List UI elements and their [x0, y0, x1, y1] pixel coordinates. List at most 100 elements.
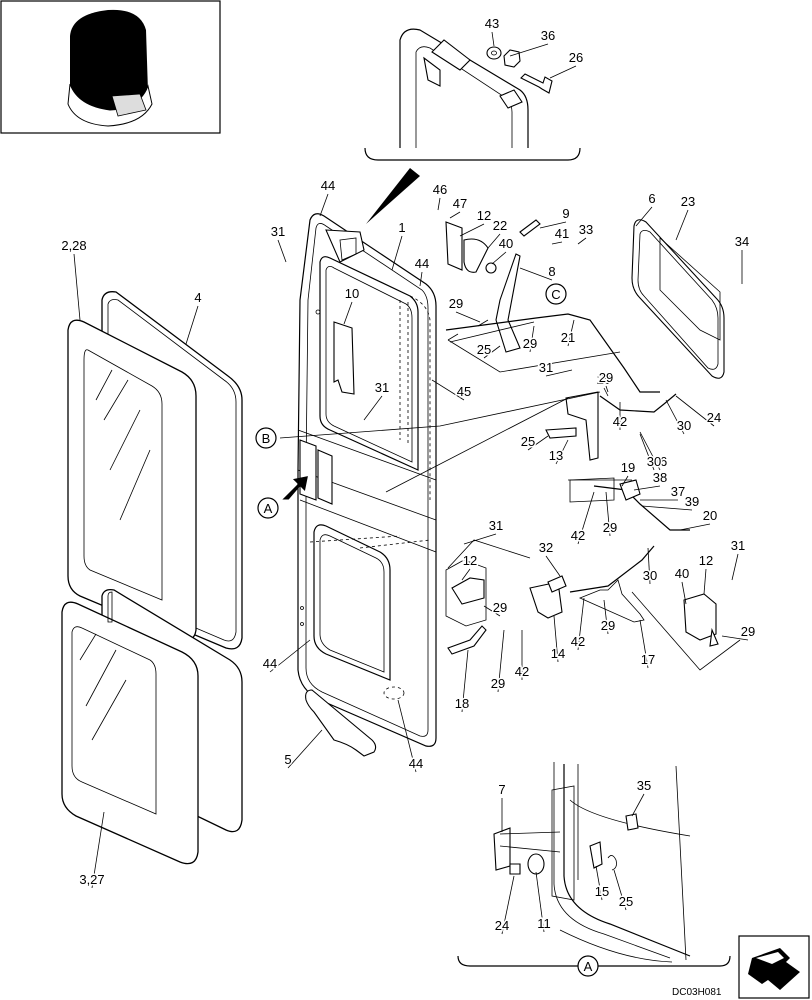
callout-leader [621, 475, 629, 487]
part-callout-c36[interactable]: 36 [539, 27, 556, 45]
callout-leader [269, 639, 311, 673]
part-callout-c38[interactable]: 38 [651, 469, 668, 487]
part-callout-c40b[interactable]: 40 [673, 565, 690, 583]
part-callout-c42b[interactable]: 42 [569, 527, 586, 545]
part-callout-c29f[interactable]: 29 [489, 675, 506, 693]
part-callout-c29b[interactable]: 29 [521, 335, 538, 353]
part-callout-c4[interactable]: 4 [193, 289, 203, 307]
part-callout-c29i[interactable]: 29 [597, 369, 614, 387]
part-callout-c5[interactable]: 5 [283, 751, 293, 769]
part-callout-c42d[interactable]: 42 [569, 633, 586, 651]
part-callout-c2-28[interactable]: 2,28 [60, 237, 88, 255]
part-callout-c23[interactable]: 23 [679, 193, 696, 211]
callout-leader [703, 568, 707, 595]
view-marker-c-label: C [551, 287, 560, 302]
top-hinge-detail [364, 28, 581, 161]
part-callout-c20[interactable]: 20 [701, 507, 718, 525]
part-callout-c21[interactable]: 21 [559, 329, 576, 347]
part-callout-c25b[interactable]: 25 [519, 433, 536, 451]
part-callout-c40a[interactable]: 40 [497, 235, 514, 253]
part-callout-c44d[interactable]: 44 [407, 755, 424, 773]
callout-leader [431, 379, 465, 401]
view-marker-b[interactable]: B [255, 427, 277, 449]
part-callout-c29e[interactable]: 29 [491, 599, 508, 617]
part-callout-c10[interactable]: 10 [343, 285, 360, 303]
part-callout-c46[interactable]: 46 [431, 181, 448, 199]
callout-leader [665, 399, 685, 435]
callout-leader [639, 433, 655, 471]
callout-leader [491, 31, 495, 47]
part-callout-c25c[interactable]: 25 [617, 893, 634, 911]
callout-leader [391, 235, 403, 271]
part-callout-c13[interactable]: 13 [547, 447, 564, 465]
part-callout-c24b[interactable]: 24 [493, 917, 510, 935]
part-callout-c44a[interactable]: 44 [319, 177, 336, 195]
callout-leader [73, 253, 81, 321]
part-callout-c29c[interactable]: 29 [595, 371, 612, 389]
plate-6-23 [631, 219, 725, 379]
part-callout-c44c[interactable]: 44 [261, 655, 278, 673]
part-callout-c39[interactable]: 39 [683, 493, 700, 511]
part-callout-c1[interactable]: 1 [397, 219, 407, 237]
part-callout-c31b[interactable]: 31 [373, 379, 390, 397]
leader-lines [279, 333, 741, 671]
callout-leader [363, 395, 383, 421]
part-callout-c16[interactable]: 16 [651, 453, 668, 471]
part-callout-c24a[interactable]: 24 [705, 409, 722, 427]
part-callout-c17[interactable]: 17 [639, 651, 656, 669]
callout-leader [595, 865, 603, 901]
callout-leader [635, 206, 653, 227]
part-callout-c31a[interactable]: 31 [269, 223, 286, 241]
part-callout-c12a[interactable]: 12 [475, 207, 492, 225]
part-callout-c29d[interactable]: 29 [601, 519, 618, 537]
callout-leader [185, 305, 199, 345]
part-callout-c18[interactable]: 18 [453, 695, 470, 713]
part-callout-c29g[interactable]: 29 [599, 617, 616, 635]
part-callout-c41[interactable]: 41 [553, 225, 570, 243]
part-callout-c35[interactable]: 35 [635, 777, 652, 795]
part-callout-c14[interactable]: 14 [549, 645, 566, 663]
part-callout-c11[interactable]: 11 [536, 915, 553, 933]
part-callout-c47[interactable]: 47 [451, 195, 468, 213]
part-callout-c42c[interactable]: 42 [513, 663, 530, 681]
part-callout-c26[interactable]: 26 [567, 49, 584, 67]
part-callout-c32[interactable]: 32 [537, 539, 554, 557]
view-a-section-label: A [584, 959, 593, 974]
callout-leader [459, 223, 485, 237]
part-callout-c34[interactable]: 34 [733, 233, 750, 251]
part-callout-c6[interactable]: 6 [647, 190, 657, 208]
part-callout-c43[interactable]: 43 [483, 15, 500, 33]
part-callout-c30b[interactable]: 30 [645, 453, 662, 471]
part-callout-c30a[interactable]: 30 [675, 417, 692, 435]
callout-leader [501, 875, 515, 935]
part-callout-c22[interactable]: 22 [491, 217, 508, 235]
view-a-section-marker[interactable]: A [577, 955, 599, 977]
part-callout-c30c[interactable]: 30 [641, 567, 658, 585]
part-callout-c7[interactable]: 7 [497, 781, 507, 799]
callout-leader [529, 325, 535, 353]
part-callout-c29h[interactable]: 29 [739, 623, 756, 641]
callout-leader [613, 869, 627, 911]
part-callout-c3-27[interactable]: 3,27 [78, 871, 106, 889]
part-callout-c19[interactable]: 19 [619, 459, 636, 477]
part-callout-c25a[interactable]: 25 [475, 341, 492, 359]
view-marker-a-label: A [264, 501, 273, 516]
view-marker-a[interactable]: A [257, 497, 279, 519]
bolt-26-icon [520, 73, 553, 94]
part-callout-c33[interactable]: 33 [577, 221, 594, 239]
callout-leader [545, 555, 561, 577]
part-callout-c31d[interactable]: 31 [487, 517, 504, 535]
part-callout-c45[interactable]: 45 [455, 383, 472, 401]
part-callout-c12b[interactable]: 12 [461, 552, 478, 570]
part-callout-c31c[interactable]: 31 [537, 359, 554, 377]
part-callout-c29a[interactable]: 29 [447, 295, 464, 313]
part-callout-c31e[interactable]: 31 [729, 537, 746, 555]
part-callout-c37[interactable]: 37 [669, 483, 686, 501]
part-callout-c8[interactable]: 8 [547, 263, 557, 281]
part-callout-c15[interactable]: 15 [593, 883, 610, 901]
view-marker-c[interactable]: C [545, 283, 567, 305]
part-callout-c12c[interactable]: 12 [697, 552, 714, 570]
part-callout-c42a[interactable]: 42 [611, 413, 628, 431]
part-callout-c44b[interactable]: 44 [413, 255, 430, 273]
part-callout-c9[interactable]: 9 [561, 205, 571, 223]
